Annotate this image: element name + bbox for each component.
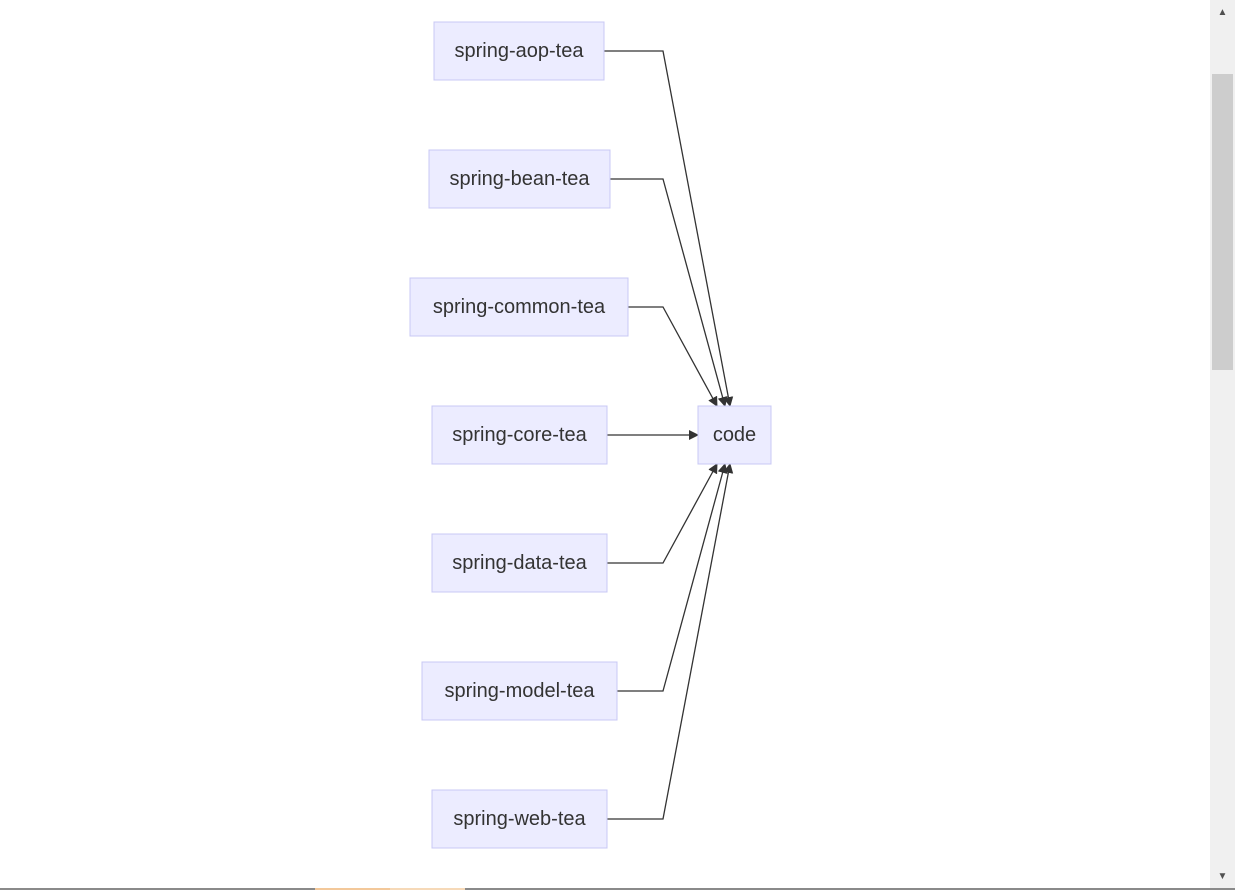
- bottom-strip-segment: [315, 888, 390, 890]
- node-label: spring-core-tea: [452, 424, 587, 446]
- diagram-viewport: code spring-aop-tea spring-bean-tea spring-…: [409, 21, 772, 849]
- edge-spring-data-tea-to-code: [607, 463, 718, 564]
- nodes-group: code spring-aop-tea spring-bean-tea spring-…: [409, 21, 772, 849]
- node-spring-core-tea[interactable]: spring-core-tea: [431, 405, 608, 465]
- edge-spring-aop-tea-to-code: [604, 50, 734, 407]
- node-box: [431, 533, 608, 593]
- edge-spring-common-tea-to-code: [628, 306, 718, 407]
- node-spring-web-tea[interactable]: spring-web-tea: [431, 789, 608, 849]
- scroll-down-arrow-icon[interactable]: ▼: [1217, 870, 1228, 882]
- node-box: [433, 21, 605, 81]
- node-box: [421, 661, 618, 721]
- vertical-scrollbar[interactable]: ▲ ▼: [1210, 0, 1235, 888]
- node-box: [431, 789, 608, 849]
- node-box: [697, 405, 772, 465]
- node-label: spring-web-tea: [453, 808, 586, 830]
- scroll-up-arrow-icon[interactable]: ▲: [1217, 6, 1228, 18]
- node-label: spring-model-tea: [444, 680, 595, 702]
- node-label: spring-bean-tea: [449, 168, 590, 190]
- node-spring-bean-tea[interactable]: spring-bean-tea: [428, 149, 611, 209]
- node-label: spring-aop-tea: [455, 40, 585, 62]
- node-box: [428, 149, 611, 209]
- node-label: spring-common-tea: [433, 296, 606, 318]
- node-spring-model-tea[interactable]: spring-model-tea: [421, 661, 618, 721]
- node-spring-common-tea[interactable]: spring-common-tea: [409, 277, 629, 337]
- flowchart: code spring-aop-tea spring-bean-tea spring-…: [409, 21, 772, 849]
- edge-spring-model-tea-to-code: [617, 463, 728, 692]
- node-code[interactable]: code: [697, 405, 772, 465]
- scrollbar-thumb[interactable]: [1212, 74, 1233, 370]
- node-label: spring-data-tea: [452, 552, 587, 574]
- edge-spring-bean-tea-to-code: [610, 178, 728, 407]
- node-spring-data-tea[interactable]: spring-data-tea: [431, 533, 608, 593]
- edge-spring-web-tea-to-code: [607, 463, 734, 820]
- bottom-edge-strip: [0, 888, 1235, 890]
- edges-group: [604, 50, 734, 820]
- node-spring-aop-tea[interactable]: spring-aop-tea: [433, 21, 605, 81]
- bottom-strip-segment: [390, 888, 465, 890]
- node-label: code: [713, 424, 756, 446]
- node-box: [431, 405, 608, 465]
- node-box: [409, 277, 629, 337]
